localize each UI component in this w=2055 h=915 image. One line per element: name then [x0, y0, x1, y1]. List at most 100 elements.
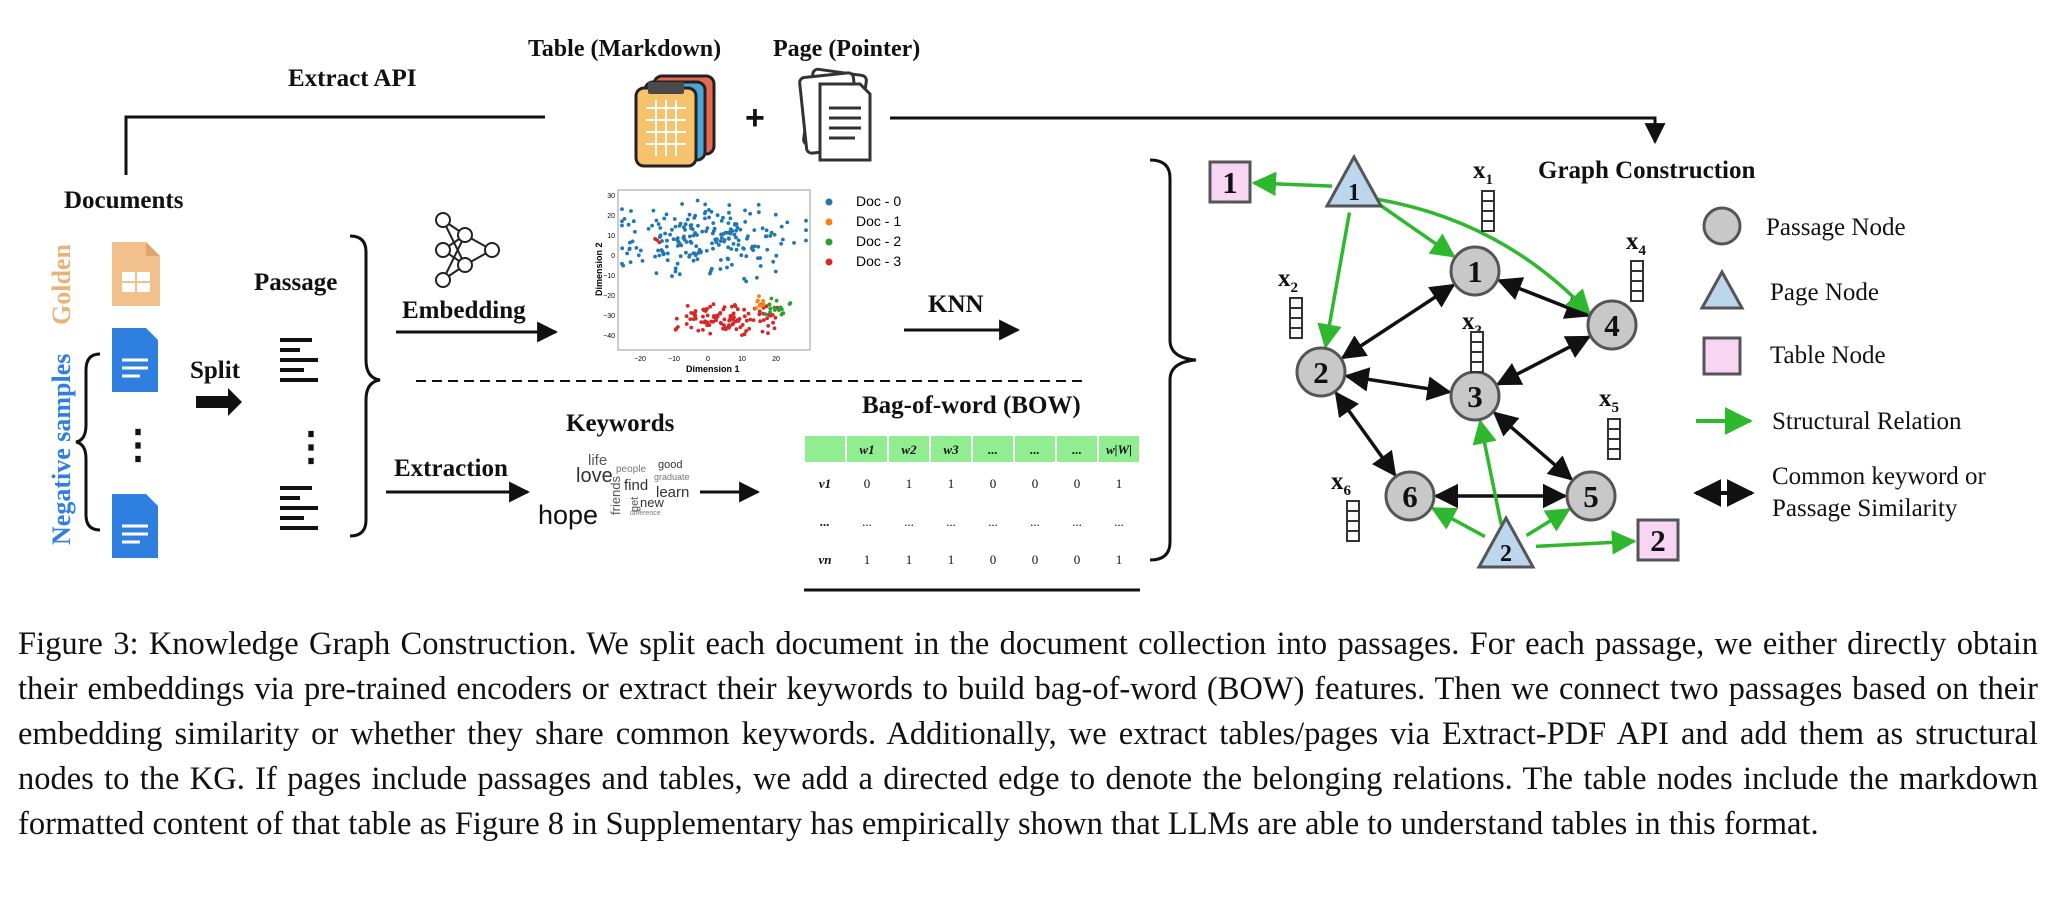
scatter-point	[704, 248, 709, 253]
scatter-point	[677, 272, 682, 277]
scatter-legend-label: Doc - 2	[856, 233, 901, 249]
scatter-point	[702, 320, 707, 325]
scatter-point	[766, 324, 771, 328]
scatter-point	[712, 314, 716, 318]
passage-node-label: 4	[1604, 308, 1620, 343]
scatter-point	[696, 223, 700, 228]
scatter-point	[758, 319, 763, 324]
scatter-point	[692, 311, 697, 316]
table-markdown-label: Table (Markdown)	[528, 36, 721, 62]
scatter-point	[743, 208, 747, 213]
bow-cell: vn	[819, 552, 832, 567]
scatter-point	[689, 325, 694, 330]
scatter-point	[804, 228, 808, 233]
scatter-point	[760, 226, 765, 231]
table-node-label: 2	[1650, 523, 1666, 558]
scatter-legend-label: Doc - 0	[856, 193, 901, 209]
scatter-point	[703, 216, 707, 221]
scatter-point	[673, 266, 678, 271]
scatter-frame	[617, 189, 811, 351]
bow-header-cell	[973, 436, 1013, 462]
scatter-point	[650, 223, 654, 228]
scatter-point	[744, 279, 749, 284]
scatter-point	[629, 209, 633, 213]
pages-icon	[798, 67, 872, 162]
scatter-point	[656, 248, 660, 253]
bow-cell: 0	[1032, 552, 1039, 567]
bow-cell: 1	[864, 552, 871, 567]
scatter-point	[705, 226, 710, 231]
scatter-point	[741, 246, 745, 251]
scatter-ytick: −40	[603, 333, 615, 340]
word-cloud-word: get	[629, 497, 641, 512]
scatter-point	[654, 218, 659, 223]
feature-vector-label: x2	[1278, 265, 1298, 296]
scatter-legend-label: Doc - 3	[856, 253, 901, 269]
plus-sign: +	[745, 99, 765, 137]
scatter-point	[680, 202, 684, 206]
scatter-legend-marker	[825, 198, 833, 206]
scatter-point	[700, 229, 705, 234]
scatter-point	[620, 223, 624, 228]
passage-node	[1449, 245, 1501, 297]
scatter-point	[777, 307, 782, 312]
bow-cell: ...	[1030, 514, 1040, 529]
scatter-point	[734, 228, 738, 233]
scatter-point	[685, 304, 690, 308]
word-cloud-word: friends	[608, 475, 623, 515]
bow-header-cell	[1015, 436, 1055, 462]
bow-cell: 0	[1074, 476, 1081, 491]
scatter-point	[770, 313, 775, 317]
scatter-legend-marker	[825, 258, 833, 266]
structural-edge	[1472, 419, 1503, 525]
scatter-point	[658, 226, 663, 230]
scatter-point	[748, 317, 753, 322]
scatter-point	[676, 325, 680, 329]
page-node-label: 2	[1500, 541, 1512, 567]
scatter-point	[742, 307, 746, 312]
scatter-point	[728, 216, 733, 221]
scatter-point	[758, 256, 763, 260]
scatter-point	[754, 306, 758, 311]
scatter-ytick: 10	[607, 233, 615, 240]
scatter-point	[723, 326, 728, 331]
scatter-point	[673, 269, 678, 274]
scatter-point	[768, 234, 773, 238]
legend-common-label-line2: Passage Similarity	[1772, 495, 1958, 522]
scatter-point	[699, 320, 704, 324]
negative-samples-label: Negative samples	[47, 354, 76, 545]
passage-node	[1384, 470, 1436, 522]
structural-edge	[1430, 506, 1486, 539]
scatter-point	[755, 275, 759, 280]
bow-cell: 1	[1116, 476, 1123, 491]
feature-vector-cell	[1289, 317, 1303, 329]
scatter-point	[731, 317, 735, 322]
feature-vector-cell	[1630, 280, 1644, 292]
scatter-point	[730, 322, 735, 327]
bow-header-label: w2	[901, 442, 917, 457]
feature-vector-cell	[1470, 331, 1484, 343]
scatter-point	[721, 307, 726, 312]
structural-edge	[1525, 508, 1571, 537]
passage-brace	[349, 234, 381, 538]
scatter-point	[768, 306, 773, 311]
scatter-point	[626, 222, 631, 227]
table-node	[1208, 160, 1252, 204]
scatter-xtick: 0	[706, 356, 710, 363]
scatter-point	[677, 224, 682, 228]
graph-title: Graph Construction	[1538, 157, 1755, 184]
scatter-point	[685, 217, 690, 222]
scatter-point	[708, 304, 713, 309]
feature-vector-cell	[1481, 210, 1495, 222]
feature-vector-cell	[1346, 500, 1360, 512]
merge-brace	[1149, 158, 1197, 562]
bow-header-cell	[889, 436, 929, 462]
passage-node-label: 2	[1313, 355, 1329, 390]
scatter-point	[774, 298, 779, 303]
scatter-ytick: −30	[603, 313, 615, 320]
page-node	[1476, 514, 1536, 569]
word-cloud-word: life	[588, 452, 607, 469]
scatter-point	[662, 216, 667, 221]
scatter-point	[710, 241, 714, 246]
scatter-xtick: −20	[634, 356, 646, 363]
